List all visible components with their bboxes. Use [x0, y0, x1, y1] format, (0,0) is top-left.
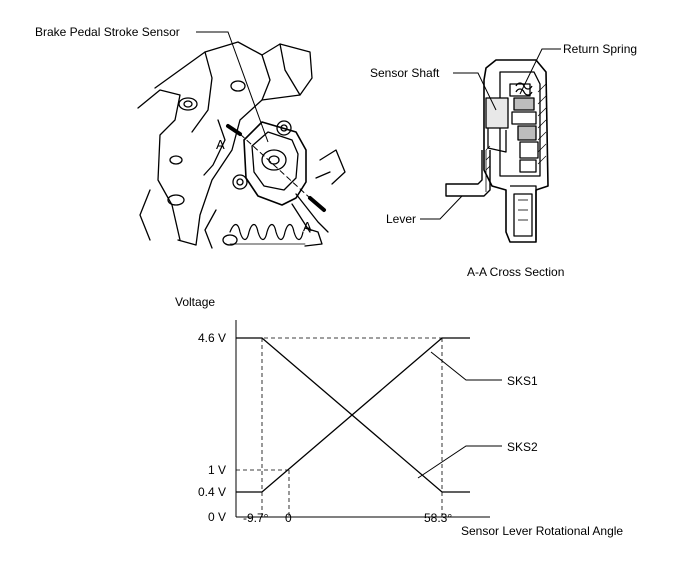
y-tick-0v: 0 V — [208, 510, 226, 524]
x-tick-minus-9-7: -9.7° — [243, 511, 269, 525]
leader-line-sensor-shaft — [453, 72, 497, 111]
leader-line-brake-pedal-stroke-sensor — [196, 31, 269, 143]
y-tick-0-4v: 0.4 V — [198, 485, 226, 499]
section-mark-a-left: A — [216, 137, 225, 152]
series-line-sks2 — [236, 337, 470, 493]
leader-line-sks1 — [430, 351, 502, 381]
series-label-sks1: SKS1 — [507, 374, 538, 388]
leader-line-sks2 — [417, 445, 502, 479]
cross-section-caption: A-A Cross Section — [467, 265, 564, 279]
voltage-graph: Voltage 4.6 V 1 V 0.4 V 0 V -9.7° 0 58.3… — [175, 295, 623, 538]
callout-lever: Lever — [386, 212, 416, 226]
x-tick-0: 0 — [285, 511, 292, 525]
series-line-sks1 — [236, 337, 470, 493]
cross-section-illustration — [445, 59, 549, 243]
callout-return-spring: Return Spring — [563, 42, 637, 56]
section-mark-a-right: A — [303, 219, 312, 234]
y-tick-1v: 1 V — [208, 463, 226, 477]
series-label-sks2: SKS2 — [507, 440, 538, 454]
y-tick-4-6v: 4.6 V — [198, 331, 226, 345]
y-axis-label: Voltage — [175, 295, 215, 309]
callout-sensor-shaft: Sensor Shaft — [370, 66, 440, 80]
x-axis-label: Sensor Lever Rotational Angle — [461, 524, 623, 538]
x-tick-58-3: 58.3° — [424, 511, 452, 525]
leader-line-lever — [420, 195, 463, 220]
section-cut-line — [226, 124, 326, 212]
callout-brake-pedal-stroke-sensor: Brake Pedal Stroke Sensor — [35, 25, 180, 39]
leader-line-return-spring — [519, 48, 561, 95]
pedal-assembly-illustration — [137, 41, 346, 249]
